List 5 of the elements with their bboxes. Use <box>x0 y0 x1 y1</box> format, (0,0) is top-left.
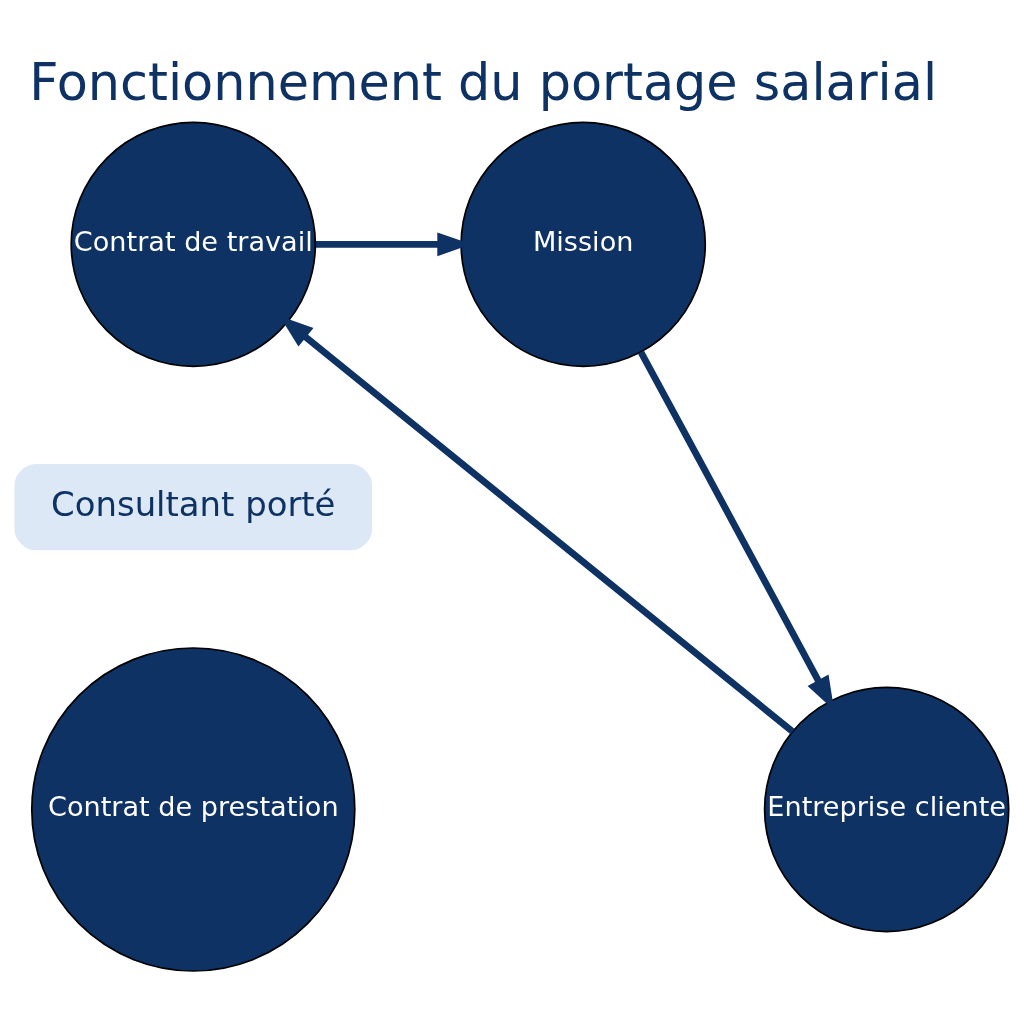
node-circle: Entreprise cliente <box>763 686 1010 933</box>
node-circle: Contrat de prestation <box>30 647 356 972</box>
node-box: Consultant porté <box>14 463 373 551</box>
node-circle: Mission <box>460 121 707 368</box>
diagram-title: Fonctionnement du portage salarial <box>29 53 938 113</box>
